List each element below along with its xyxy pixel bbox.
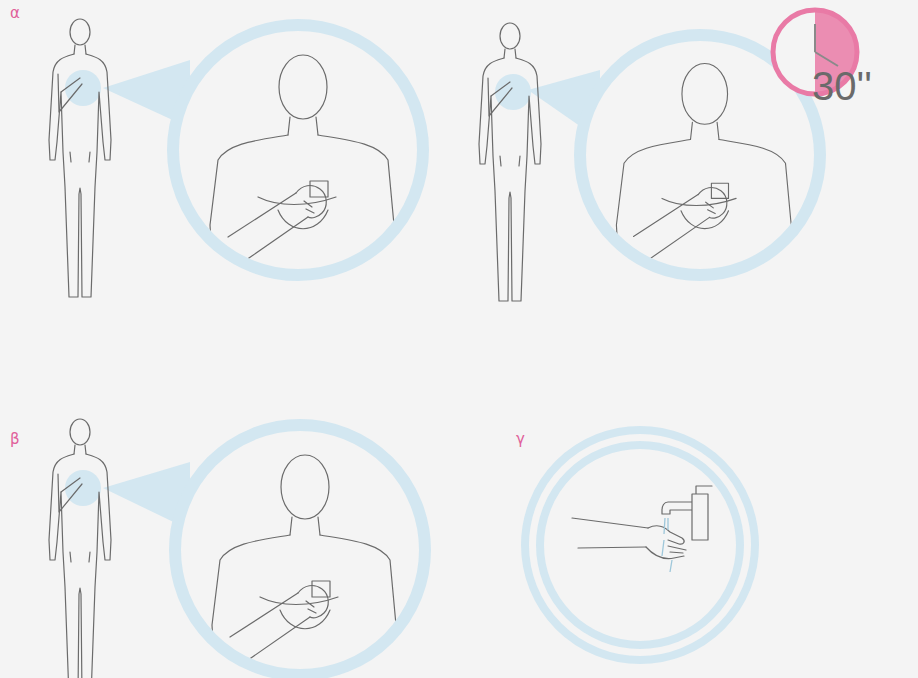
standing-figure bbox=[49, 19, 111, 297]
duration-label: 30'' bbox=[812, 66, 872, 106]
step-letter: α bbox=[10, 6, 20, 21]
forearm bbox=[572, 518, 648, 548]
torso-closeup bbox=[210, 55, 396, 285]
standing-figure bbox=[479, 23, 541, 301]
outer-ring bbox=[525, 430, 755, 660]
standing-figure bbox=[49, 419, 111, 678]
zoom-circle bbox=[175, 425, 425, 675]
clock-hands bbox=[815, 24, 838, 66]
torso-closeup bbox=[616, 63, 793, 282]
step-letter: β bbox=[10, 432, 20, 447]
zoom-circle bbox=[173, 25, 423, 275]
torso-figure bbox=[210, 55, 396, 285]
hand bbox=[646, 526, 686, 559]
torso-figure bbox=[616, 63, 793, 282]
water bbox=[662, 518, 672, 572]
torso-figure bbox=[212, 455, 398, 678]
chest-highlight bbox=[495, 74, 531, 110]
chest-highlight bbox=[65, 70, 101, 106]
hand-washing bbox=[572, 486, 712, 572]
inner-ring bbox=[540, 445, 740, 645]
faucet bbox=[662, 486, 712, 540]
chest-highlight bbox=[65, 470, 101, 506]
step-letter: γ bbox=[516, 432, 525, 447]
torso-closeup bbox=[212, 455, 398, 678]
